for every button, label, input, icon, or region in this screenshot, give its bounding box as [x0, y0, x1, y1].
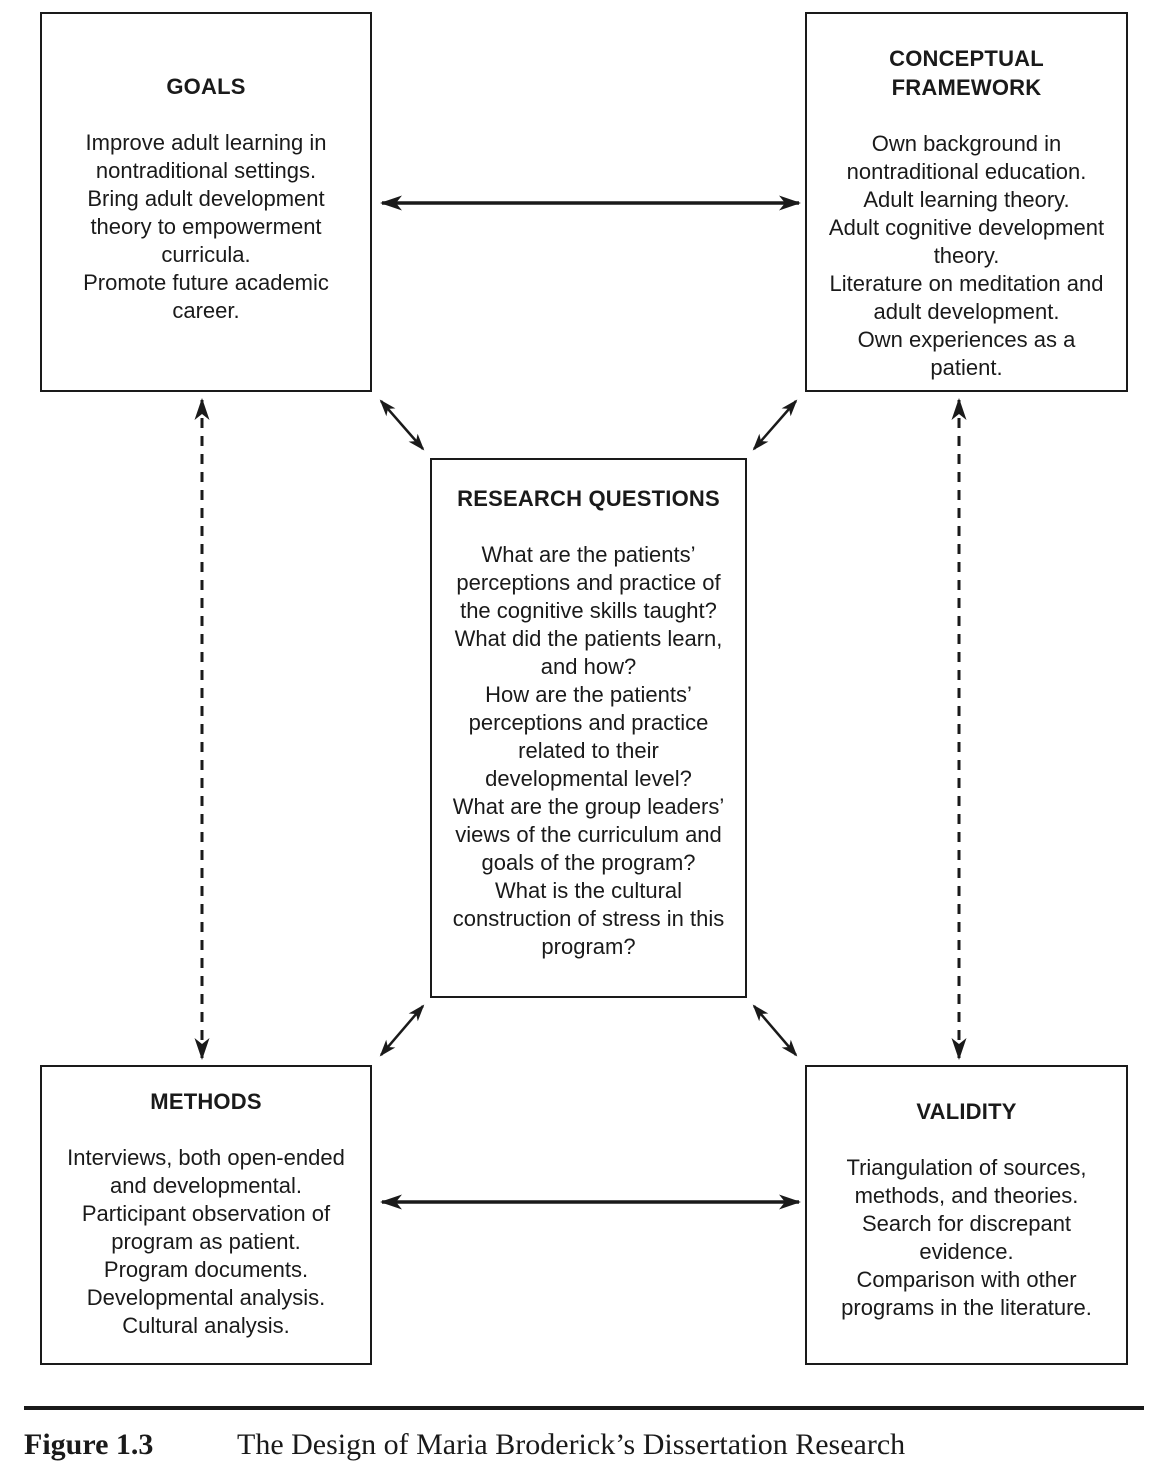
methods-line: Cultural analysis. — [122, 1313, 290, 1338]
conceptual-framework-box: CONCEPTUAL FRAMEWORK Own background in n… — [805, 12, 1128, 392]
research-question: How are the patients’ perceptions and pr… — [468, 682, 709, 791]
goals-line: Improve adult learning in nontraditional… — [85, 130, 327, 183]
goals-line: Bring adult development theory to empowe… — [87, 186, 325, 267]
methods-line: Program documents. — [103, 1257, 309, 1282]
methods-title: METHODS — [150, 1089, 262, 1114]
conceptual-framework-line: Adult cognitive development theory. — [828, 215, 1105, 268]
methods-line: Interviews, both open-ended and developm… — [67, 1145, 345, 1198]
conceptual-framework-line: Own experiences as a patient. — [857, 327, 1076, 380]
goals-title: GOALS — [166, 74, 246, 99]
goals-box: GOALS Improve adult learning in nontradi… — [40, 12, 372, 392]
conceptual-framework-title: CONCEPTUAL FRAMEWORK — [889, 46, 1044, 100]
methods-line: Participant observation of program as pa… — [81, 1201, 331, 1254]
conceptual-framework-line: Own background in nontraditional educati… — [846, 131, 1087, 184]
validity-line: Search for discrepant evidence. — [861, 1211, 1072, 1264]
conceptual-framework-line: Literature on meditation and adult devel… — [829, 271, 1104, 324]
research-questions-title: RESEARCH QUESTIONS — [457, 486, 720, 511]
research-question: What is the cultural construction of str… — [452, 878, 725, 959]
research-questions-box: RESEARCH QUESTIONS What are the patients… — [430, 458, 747, 998]
caption-title: The Design of Maria Broderick’s Disserta… — [237, 1428, 906, 1461]
arrow-questions-validity — [752, 1004, 798, 1057]
methods-line: Developmental analysis. — [86, 1285, 326, 1310]
arrow-questions-methods — [379, 1004, 425, 1057]
research-question: What did the patients learn, and how? — [454, 626, 723, 679]
caption-divider — [24, 1406, 1144, 1410]
validity-title: VALIDITY — [916, 1099, 1017, 1124]
methods-box: METHODS Interviews, both open-ended and … — [40, 1065, 372, 1365]
arrow-framework-questions — [752, 399, 798, 451]
caption-label: Figure 1.3 — [24, 1428, 154, 1461]
validity-line: Comparison with other programs in the li… — [841, 1267, 1092, 1320]
research-question: What are the patients’ perceptions and p… — [456, 542, 721, 623]
conceptual-framework-line: Adult learning theory. — [863, 187, 1070, 212]
validity-box: VALIDITY Triangulation of sources, metho… — [805, 1065, 1128, 1365]
validity-line: Triangulation of sources, methods, and t… — [846, 1155, 1087, 1208]
arrow-goals-questions — [379, 399, 425, 451]
research-question: What are the group leaders’ views of the… — [452, 794, 725, 875]
goals-line: Promote future academic career. — [83, 270, 329, 323]
